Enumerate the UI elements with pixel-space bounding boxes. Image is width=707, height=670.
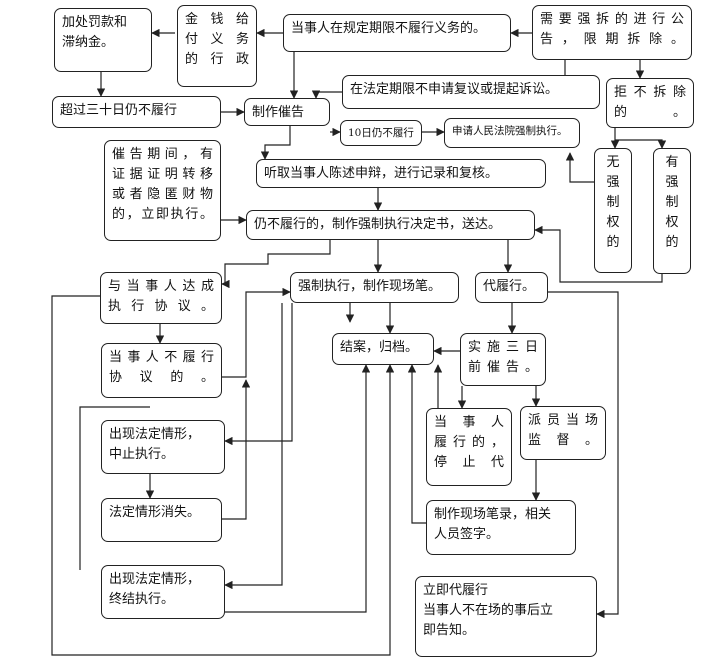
node-hear: 听取当事人陈述申辩，进行记录和复核。 <box>256 159 546 188</box>
node-has-power: 有 强 制 权 的 <box>653 148 691 274</box>
arrow-cease-to-enforce <box>222 379 251 520</box>
node-fine: 加处罚款和 滞纳金。 <box>54 8 152 72</box>
node-cease: 法定情形消失。 <box>101 498 222 542</box>
node-ten-days: 10日仍不履行 <box>340 120 422 146</box>
node-suspend: 出现法定情形， 中止执行。 <box>101 420 225 474</box>
node-demolish: 需要强拆的进行公 告，限期拆除。 <box>532 5 692 60</box>
node-refuse: 拒不拆除 的。 <box>606 78 694 128</box>
arrow-record-to-close <box>407 364 426 524</box>
node-enforce: 强制执行，制作现场笔。 <box>290 272 459 303</box>
node-over30: 超过三十日仍不履行 <box>52 96 221 128</box>
node-proxy: 代履行。 <box>475 272 548 303</box>
arrow-left-loop <box>51 295 395 656</box>
node-immediate: 立即代履行 当事人不在场的事后立 即告知。 <box>415 576 597 657</box>
node-stop-proxy: 当 事 人 履行的， 停 止 代 <box>426 408 512 486</box>
node-failure: 当事人在规定期限不履行义务的。 <box>283 14 511 52</box>
node-agreement: 与当事人达成 执行协议。 <box>100 272 222 324</box>
node-three-day: 实施三日 前催告。 <box>460 333 546 386</box>
arrow-notperform-to-enforce <box>222 287 291 378</box>
arrow-haspower-to-decision <box>534 225 663 283</box>
arrow-enforce-to-suspend <box>224 303 293 446</box>
node-terminate: 出现法定情形， 终结执行。 <box>101 565 225 619</box>
node-close: 结案，归档。 <box>332 333 434 365</box>
node-supervise: 派员当场 监督。 <box>520 406 606 460</box>
arrow-nopower-to-court <box>565 152 594 183</box>
arrow-refuse-split <box>614 128 667 149</box>
arrow-enforce-to-terminate <box>224 303 283 590</box>
node-court: 申请人民法院强制执行。 <box>444 118 580 148</box>
arrow-left-branch <box>79 406 150 570</box>
node-not-perform: 当事人不履行 协议的。 <box>101 343 222 398</box>
arrow-terminate-to-close <box>222 364 371 613</box>
node-no-power: 无 强 制 权 的 <box>594 148 632 273</box>
arrow-urge-to-hear <box>260 126 291 160</box>
arrow-noappeal-to-urge <box>311 90 342 99</box>
arrow-proxy-to-immediate <box>548 291 619 619</box>
arrow-decision-split-left <box>221 240 331 289</box>
node-record: 制作现场笔录，相关 人员签字。 <box>426 500 576 555</box>
node-pay-obligation: 金 钱 给 付 义 务 的 行 政 <box>177 5 257 87</box>
node-urge: 制作催告书。 <box>244 98 330 126</box>
node-decision: 仍不履行的，制作强制执行决定书，送达。 <box>246 210 535 240</box>
node-no-appeal: 在法定期限不申请复议或提起诉讼。 <box>342 75 600 109</box>
node-urge-period: 催告期间，有 证据证明转移 或者隐匿财物 的，立即执行。 <box>104 140 221 241</box>
